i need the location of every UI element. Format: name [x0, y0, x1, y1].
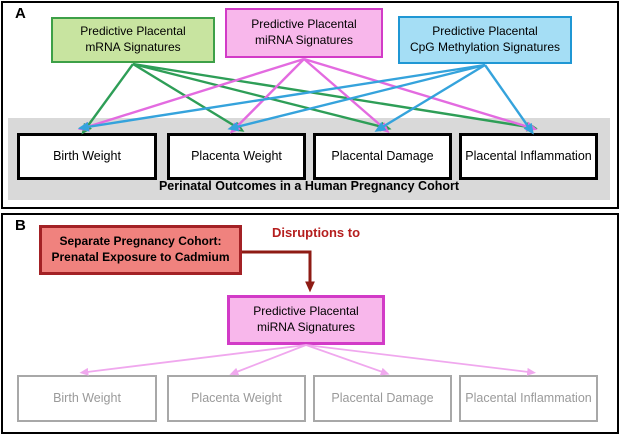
mrna-signatures-line2: mRNA Signatures	[85, 40, 181, 54]
mrna-signatures-line1: Predictive Placental	[80, 24, 186, 39]
panel-b: B Separate Pregnancy Cohort: Prenatal Ex…	[1, 213, 619, 434]
faded-placental-inflammation-label: Placental Inflammation	[465, 391, 592, 406]
disruptions-to-label: Disruptions to	[271, 225, 361, 240]
mirna-b-line2: miRNA Signatures	[256, 320, 356, 334]
faded-placenta-weight-label: Placenta Weight	[191, 391, 282, 406]
outcomes-caption: Perinatal Outcomes in a Human Pregnancy …	[158, 179, 460, 193]
cpg-signatures-line1: Predictive Placental	[432, 24, 538, 39]
cpg-signatures-line2: CpG Methylation Signatures	[409, 40, 561, 54]
panel-a: A Predictive Placental mRNA Signatures P…	[1, 1, 619, 209]
faded-outcome-placental-inflammation: Placental Inflammation	[459, 375, 598, 422]
outcome-placental-inflammation-label: Placental Inflammation	[465, 149, 592, 164]
cpg-methylation-signatures-box: Predictive Placental CpG Methylation Sig…	[398, 16, 572, 64]
cadmium-cohort-line2: Prenatal Exposure to Cadmium	[51, 250, 230, 264]
faded-outcome-birth-weight: Birth Weight	[17, 375, 157, 422]
panel-b-label: B	[15, 217, 26, 234]
faded-birth-weight-label: Birth Weight	[53, 391, 121, 406]
outcome-placental-damage-label: Placental Damage	[331, 149, 434, 164]
outcome-placental-damage: Placental Damage	[313, 133, 452, 180]
cadmium-cohort-line1: Separate Pregnancy Cohort:	[59, 234, 222, 249]
mirna-b-line1: Predictive Placental	[253, 304, 359, 319]
outcome-placenta-weight-label: Placenta Weight	[191, 149, 282, 164]
outcome-birth-weight-label: Birth Weight	[53, 149, 121, 164]
faded-placental-damage-label: Placental Damage	[331, 391, 434, 406]
outcome-placenta-weight: Placenta Weight	[167, 133, 306, 180]
faded-outcome-placenta-weight: Placenta Weight	[167, 375, 306, 422]
mirna-signatures-box: Predictive Placental miRNA Signatures	[225, 8, 383, 58]
mirna-signatures-line2: miRNA Signatures	[254, 33, 354, 47]
mirna-signatures-box-b: Predictive Placental miRNA Signatures	[227, 295, 385, 345]
mrna-signatures-box: Predictive Placental mRNA Signatures	[51, 17, 215, 63]
mirna-signatures-line1: Predictive Placental	[251, 17, 357, 32]
outcome-birth-weight: Birth Weight	[17, 133, 157, 180]
cadmium-cohort-box: Separate Pregnancy Cohort: Prenatal Expo…	[39, 225, 242, 275]
faded-outcome-placental-damage: Placental Damage	[313, 375, 452, 422]
panel-a-label: A	[15, 5, 26, 22]
outcome-placental-inflammation: Placental Inflammation	[459, 133, 598, 180]
